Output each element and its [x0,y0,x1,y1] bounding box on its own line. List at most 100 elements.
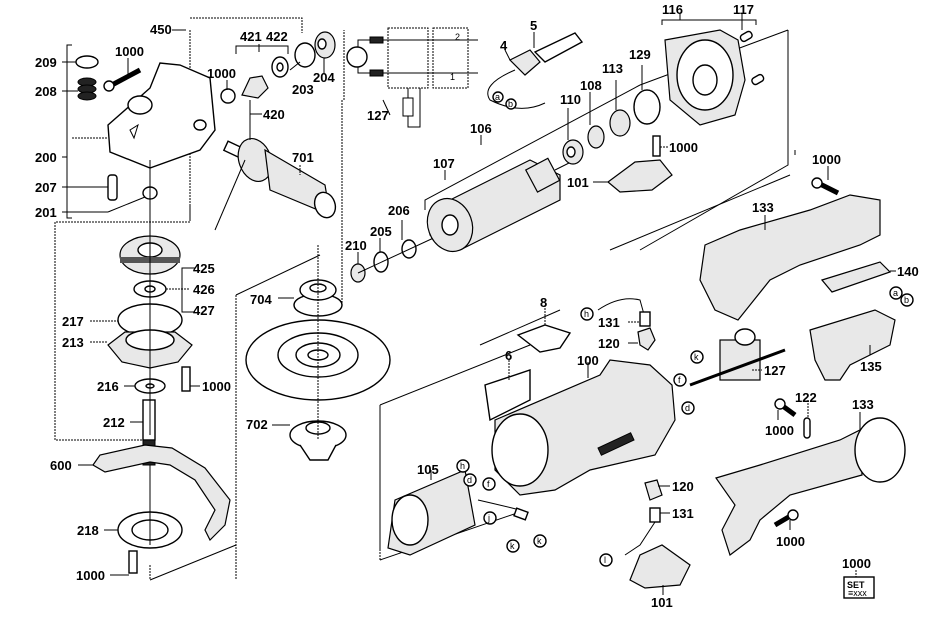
part-1000-nut-b [220,88,236,104]
svg-text:b: b [904,295,909,305]
label-704: 704 [250,292,272,307]
part-108 [587,125,605,149]
part-133-handle-lower [715,417,906,556]
label-131-a: 131 [598,315,620,330]
part-600-guard [92,444,231,542]
label-131-b: 131 [672,506,694,521]
marker-l1: l [599,553,613,567]
label-100: 100 [577,353,599,368]
label-701: 701 [292,150,314,165]
marker-f1: f [673,373,687,387]
label-1000-e: 1000 [669,140,698,155]
marker-b2: b [900,293,914,307]
part-113-bearing [609,109,631,137]
label-122: 122 [795,390,817,405]
label-1000-g: 1000 [765,423,794,438]
part-labels: 450 421 422 209 1000 208 1000 420 203 20… [35,2,919,610]
svg-text:f: f [487,479,490,489]
marker-h1: h [580,307,594,321]
label-207: 207 [35,180,57,195]
set-box-line2: ≡xxx [848,588,867,598]
label-129: 129 [629,47,651,62]
label-117: 117 [733,2,754,17]
svg-text:d: d [467,475,472,485]
label-1000-b: 1000 [207,66,236,81]
part-1000-screw-g [774,398,797,418]
label-110: 110 [560,92,581,107]
set-box [843,576,875,599]
svg-text:d: d [685,403,690,413]
field-lead [477,499,521,511]
marker-h2: h [456,459,470,473]
label-1000-c: 1000 [202,379,231,394]
part-1000-screw-h [773,509,799,528]
label-216: 216 [97,379,119,394]
part-131-brush-a [597,298,651,327]
part-105-field [387,469,476,556]
part-135-switch [809,309,896,381]
marker-d1: d [681,401,695,415]
label-1000-d: 1000 [76,568,105,583]
part-420-spindle [222,138,273,182]
svg-text:h: h [460,461,465,471]
label-106: 106 [470,121,492,136]
part-117-pin-a [739,30,753,43]
part-421-pinion [241,75,269,99]
schematic-switch-pos-1: 1 [450,72,455,82]
label-116: 116 [662,2,683,17]
part-207-pin [107,174,118,201]
label-218: 218 [77,523,99,538]
bracket-116 [661,19,757,25]
part-1000-screw-c [181,366,191,392]
label-425: 425 [193,261,215,276]
label-600: 600 [50,458,72,473]
part-122-spring [803,417,811,439]
label-6: 6 [505,348,512,363]
label-5: 5 [530,18,537,33]
set-box-line1: SET [847,580,865,590]
label-140: 140 [897,264,919,279]
bracket-450-left [54,30,191,441]
bracket-421-422 [235,45,289,54]
label-204: 204 [313,70,335,85]
marker-k3: k [533,534,547,548]
svg-text:k: k [510,541,515,551]
svg-text:a: a [495,92,500,102]
bracket-200 [66,44,72,219]
part-117-pin-b [751,73,765,86]
label-210: 210 [345,238,367,253]
part-1000-screw-d [128,550,138,574]
bracket-425-427 [181,267,188,313]
label-421: 421 [240,29,262,44]
perspective-line-a [235,254,321,296]
label-127-a: 127 [367,108,389,123]
part-203-ring [294,42,316,68]
part-101-cover-b [629,544,691,589]
marker-k1: k [690,350,704,364]
marker-j1: j [483,511,497,525]
part-6-label [484,369,531,422]
label-108: 108 [580,78,602,93]
label-1000-f: 1000 [812,152,841,167]
bracket-450-top [190,17,303,33]
perspective-line-c [149,544,237,581]
part-116-gear-case [664,29,746,126]
part-208-spring [77,77,97,101]
label-212: 212 [103,415,125,430]
label-133-a: 133 [752,200,774,215]
part-701-side-handle [264,148,337,219]
svg-text:a: a [893,288,898,298]
label-127-b: 127 [764,363,786,378]
label-209: 209 [35,55,57,70]
svg-text:j: j [487,513,490,523]
label-427: 427 [193,303,215,318]
label-203: 203 [292,82,314,97]
label-200: 200 [35,150,57,165]
marker-f2: f [482,477,496,491]
part-8-label [516,324,572,353]
label-133-b: 133 [852,397,874,412]
part-131-brush-b [649,507,661,523]
part-107-armature [426,157,576,253]
label-4: 4 [500,38,508,53]
